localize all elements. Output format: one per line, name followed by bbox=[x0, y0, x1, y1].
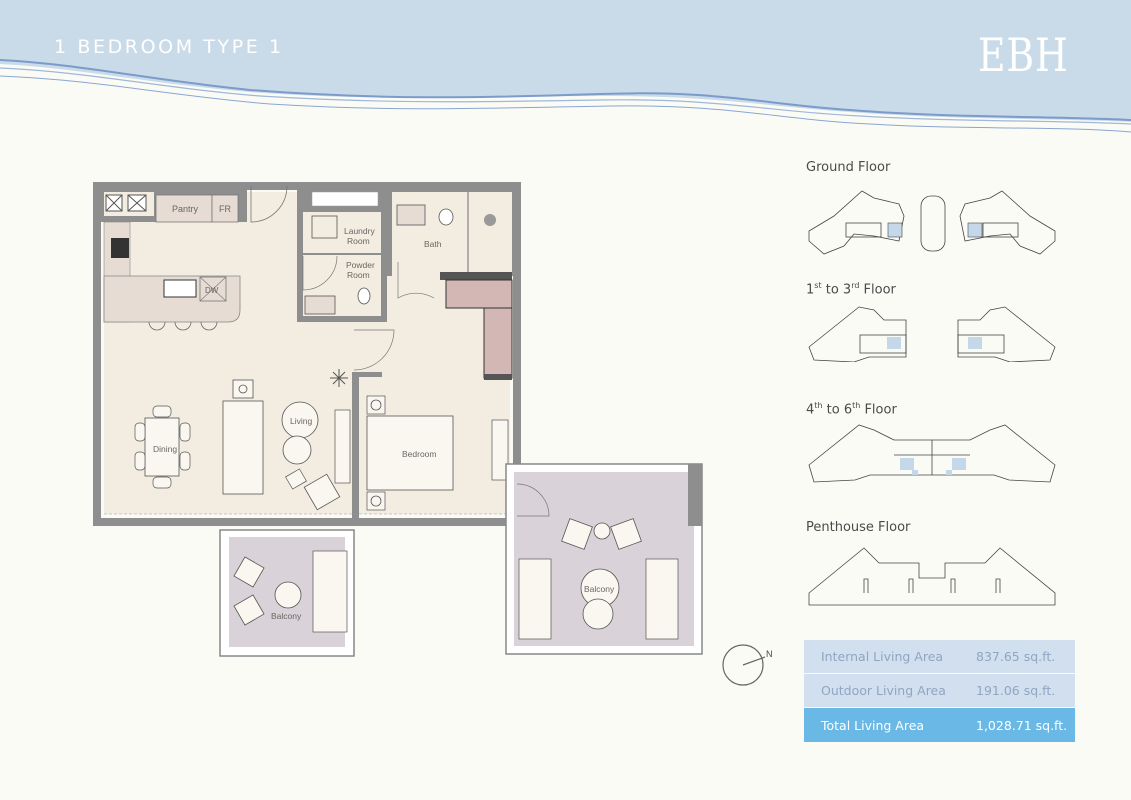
outdoor-area-row: Outdoor Living Area 191.06 sq.ft. bbox=[804, 674, 1075, 707]
brand-logo: EBH bbox=[978, 28, 1069, 82]
key-plan-1-3-label: 1st to 3rd Floor bbox=[806, 281, 896, 298]
dining-label: Dining bbox=[153, 444, 177, 454]
outdoor-area-label: Outdoor Living Area bbox=[821, 683, 946, 698]
page-title: 1 BEDROOM TYPE 1 bbox=[54, 36, 284, 58]
sofa bbox=[222, 400, 264, 495]
powder-label-1: Powder bbox=[346, 260, 375, 270]
bath-label: Bath bbox=[424, 239, 442, 249]
shower-drain-icon bbox=[484, 214, 496, 226]
north-compass-icon: N bbox=[722, 644, 773, 686]
duct-icon bbox=[105, 194, 147, 212]
key-plan-ground-label: Ground Floor bbox=[806, 160, 891, 175]
key-plan-ground bbox=[808, 190, 1056, 255]
dishwasher-label: DW bbox=[205, 286, 219, 295]
key-plan-4-6-label: 4th to 6th Floor bbox=[806, 401, 897, 418]
bedroom-label: Bedroom bbox=[402, 449, 437, 459]
powder-label-2: Room bbox=[347, 270, 370, 280]
internal-area-value: 837.65 sq.ft. bbox=[976, 649, 1056, 664]
compass-north-label: N bbox=[766, 649, 773, 659]
bed bbox=[366, 415, 454, 491]
total-area-row: Total Living Area 1,028.71 sq.ft. bbox=[804, 708, 1075, 742]
pantry-label: Pantry bbox=[172, 204, 199, 214]
toilet-icon bbox=[357, 287, 371, 305]
laundry-label-1: Laundry bbox=[344, 226, 375, 236]
key-plan-penthouse-label: Penthouse Floor bbox=[806, 520, 911, 535]
area-summary-table: Internal Living Area 837.65 sq.ft. Outdo… bbox=[804, 640, 1075, 743]
key-plan-1-3 bbox=[808, 306, 1056, 362]
total-area-value: 1,028.71 sq.ft. bbox=[976, 717, 1068, 733]
key-plan-4-6 bbox=[808, 424, 1056, 483]
plant-icon bbox=[330, 369, 348, 387]
living-label: Living bbox=[290, 416, 312, 426]
outdoor-area-value: 191.06 sq.ft. bbox=[976, 683, 1056, 698]
key-plan-penthouse bbox=[808, 547, 1056, 606]
sink-icon bbox=[163, 279, 197, 298]
header-banner: 1 BEDROOM TYPE 1 EBH bbox=[0, 0, 1131, 140]
balcony-right-label: Balcony bbox=[584, 584, 615, 594]
balcony-left-label: Balcony bbox=[271, 611, 302, 621]
total-area-label: Total Living Area bbox=[821, 717, 925, 733]
internal-area-row: Internal Living Area 837.65 sq.ft. bbox=[804, 640, 1075, 673]
bar-stools bbox=[148, 321, 218, 331]
fridge-label: FR bbox=[219, 204, 231, 214]
floor-plan: Pantry FR DW Laundry Room Powder Room Ba… bbox=[93, 182, 703, 657]
wave-background bbox=[0, 0, 1131, 133]
laundry-label-2: Room bbox=[347, 236, 370, 246]
internal-area-label: Internal Living Area bbox=[821, 649, 944, 664]
cooktop-icon bbox=[111, 238, 129, 258]
dining-chairs bbox=[134, 405, 191, 489]
tv-unit bbox=[334, 409, 351, 484]
